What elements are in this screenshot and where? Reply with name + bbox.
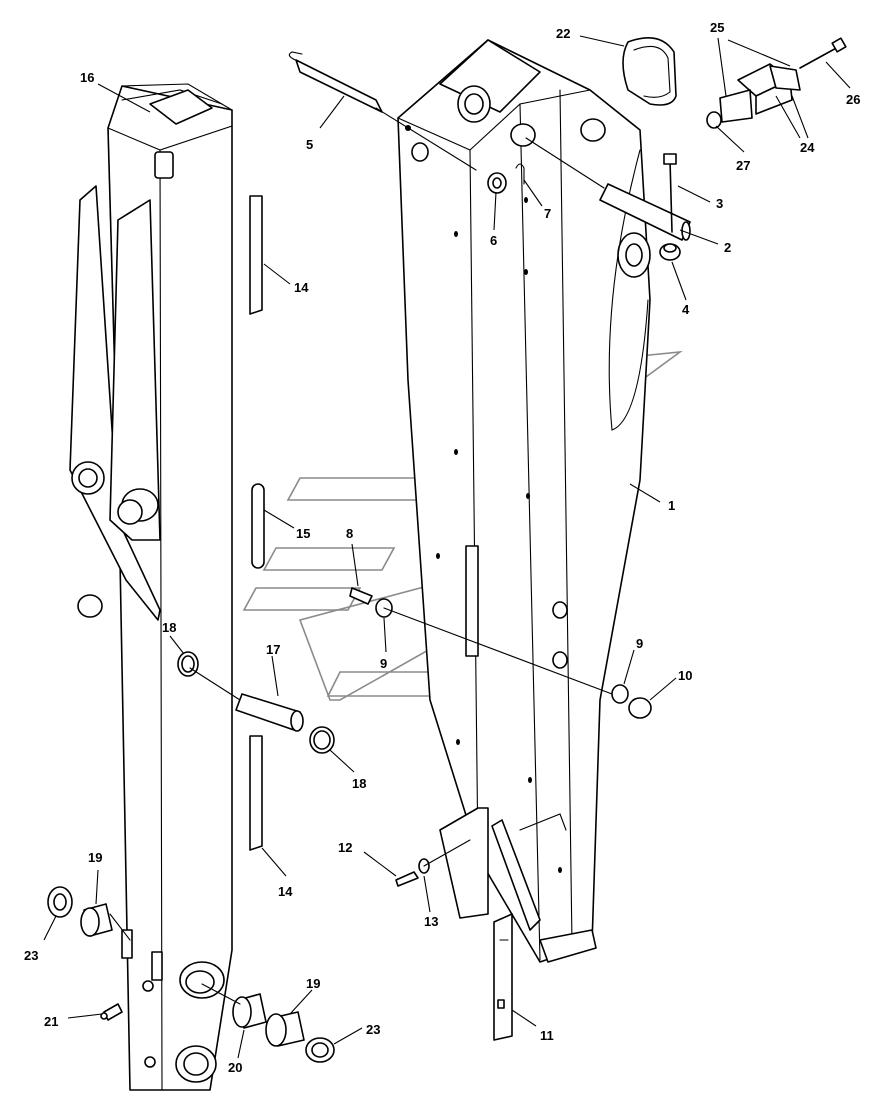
pin-7 [515, 163, 525, 185]
label-19a: 19 [88, 850, 102, 865]
label-16: 16 [80, 70, 94, 85]
label-25: 25 [710, 20, 724, 35]
bushing-20 [232, 993, 267, 1029]
label-20: 20 [228, 1060, 242, 1075]
bar-11 [493, 913, 513, 1041]
nut-27 [706, 111, 722, 129]
label-18a: 18 [162, 620, 176, 635]
washer-6 [487, 172, 507, 194]
label-3: 3 [716, 196, 723, 211]
label-24: 24 [800, 140, 815, 155]
label-14a: 14 [294, 280, 309, 295]
grease-fitting-21 [100, 1003, 123, 1021]
bushing-19b [265, 1011, 305, 1047]
band-22 [622, 36, 677, 106]
label-15: 15 [296, 526, 310, 541]
label-10: 10 [678, 668, 692, 683]
washer-23b [305, 1037, 335, 1063]
ring-left-arm [77, 594, 103, 618]
dowel-14a [249, 195, 263, 315]
dowel-14b [249, 735, 263, 851]
pin-17 [235, 693, 304, 732]
arm-section-16 [69, 83, 233, 1091]
clamp-24-25 [719, 63, 801, 123]
washer-9b [611, 684, 629, 704]
bolt-3 [663, 153, 677, 233]
label-1: 1 [668, 498, 675, 513]
label-6: 6 [490, 233, 497, 248]
label-13: 13 [424, 914, 438, 929]
label-18b: 18 [352, 776, 366, 791]
dowel-15 [251, 483, 265, 569]
label-4: 4 [682, 302, 690, 317]
leader-lines [43, 35, 851, 1059]
callout-labels: 1 2 3 4 5 6 7 8 9 9 10 11 12 13 14 14 15… [24, 20, 860, 1075]
label-7: 7 [544, 206, 551, 221]
label-5: 5 [306, 137, 313, 152]
washer-23a [47, 886, 73, 918]
pin-5 [288, 51, 383, 113]
label-22: 22 [556, 26, 570, 41]
bolt-8 [349, 587, 373, 605]
label-26: 26 [846, 92, 860, 107]
nut-10 [628, 697, 652, 719]
label-2: 2 [724, 240, 731, 255]
ring-18a [177, 651, 199, 677]
bolt-12 [395, 871, 419, 887]
ring-18b [309, 726, 335, 754]
bushing-19a [80, 903, 113, 937]
bolt-26 [799, 37, 847, 69]
label-12: 12 [338, 840, 352, 855]
label-9b: 9 [636, 636, 643, 651]
label-14b: 14 [278, 884, 293, 899]
label-23b: 23 [366, 1022, 380, 1037]
label-27: 27 [736, 158, 750, 173]
label-11: 11 [540, 1028, 554, 1043]
label-17: 17 [266, 642, 280, 657]
label-9a: 9 [380, 656, 387, 671]
label-8: 8 [346, 526, 353, 541]
boom-section-1 [397, 39, 651, 963]
label-19b: 19 [306, 976, 320, 991]
nut-4 [659, 243, 681, 261]
pin-2 [599, 183, 691, 241]
label-21: 21 [44, 1014, 58, 1029]
label-23a: 23 [24, 948, 38, 963]
